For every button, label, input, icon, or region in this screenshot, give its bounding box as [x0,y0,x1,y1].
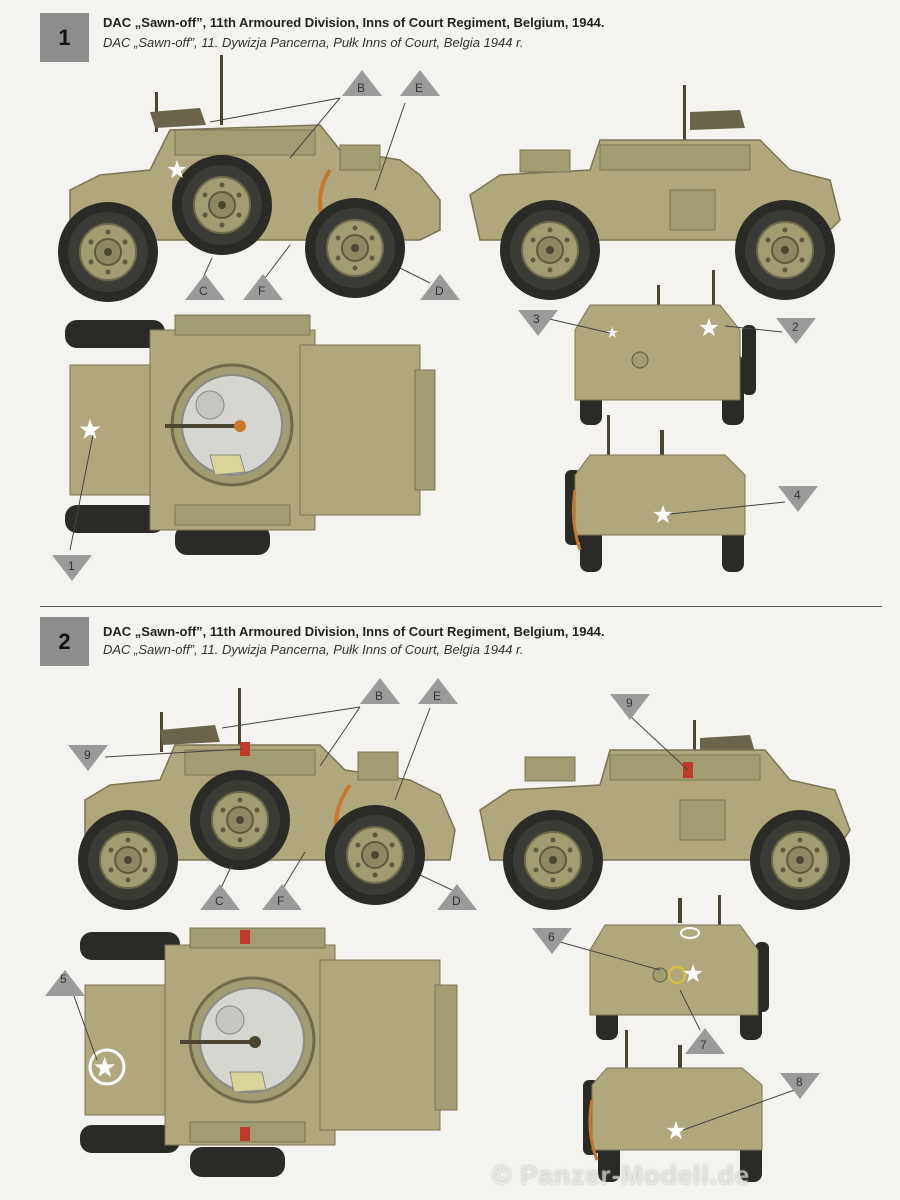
callout-label: 4 [794,488,801,502]
section-number-box: 2 [40,617,89,666]
callout-label: F [277,894,284,908]
callout-marker: C [200,884,240,910]
side-view-left-2 [77,688,456,911]
rear-view-1 [565,415,746,572]
callout-label: 3 [533,312,540,326]
callout-label: C [215,894,224,908]
callout-marker: B [360,678,400,704]
callout-label: 6 [548,930,555,944]
front-view-1 [574,270,756,425]
callout-label: D [435,284,444,298]
callout-marker: 2 [776,318,816,344]
callout-marker: 5 [45,970,85,996]
callout-label: 1 [68,559,75,573]
callout-lines-2 [69,706,801,1131]
callout-label: F [258,284,265,298]
callout-lines-1 [69,97,786,551]
callout-label: B [375,689,383,703]
callout-label: 8 [796,1075,803,1089]
callout-markers-1: B E C F D 1 2 3 4 [52,70,818,581]
callout-label: 9 [626,696,633,710]
callout-marker: B [342,70,382,96]
callout-label: C [199,284,208,298]
callout-marker: C [185,274,225,300]
watermark: © Panzer-Modell.de [492,1160,751,1190]
side-view-right-1 [469,85,841,301]
callout-label: B [357,81,365,95]
callout-label: 2 [792,320,799,334]
section-title-en: DAC „Sawn-off”, 11th Armoured Division, … [103,624,605,639]
side-view-left-1 [57,55,441,303]
section-number: 2 [58,628,71,654]
section-title-en: DAC „Sawn-off”, 11th Armoured Division, … [103,15,605,30]
callout-label: 5 [60,972,67,986]
section-title-pl: DAC „Sawn-off”, 11. Dywizja Pancerna, Pu… [103,35,524,50]
callout-marker: 4 [778,486,818,512]
callout-marker: 6 [532,928,572,954]
top-view-2 [80,927,458,1177]
callout-marker: 3 [518,310,558,336]
callout-marker: E [418,678,458,704]
callout-marker: 9 [68,745,108,771]
callout-label: E [415,81,423,95]
callout-marker: D [437,884,477,910]
callout-marker: 8 [780,1073,820,1099]
rear-view-2 [583,1030,763,1182]
callout-marker: 9 [610,694,650,720]
callout-marker: F [243,274,283,300]
callout-markers-2: B E 9 C F D 5 6 7 8 9 [45,678,820,1099]
callout-label: 7 [700,1038,707,1052]
section-title-pl: DAC „Sawn-off”, 11. Dywizja Pancerna, Pu… [103,642,524,657]
callout-label: 9 [84,748,91,762]
section-number-box: 1 [40,13,89,62]
callout-marker: 1 [52,555,92,581]
section-number: 1 [58,24,71,50]
callout-marker: E [400,70,440,96]
callout-marker: F [262,884,302,910]
callout-label: D [452,894,461,908]
front-view-2 [589,895,769,1040]
section-divider [40,606,882,607]
callout-marker: 7 [685,1028,725,1054]
top-view-1 [65,314,436,555]
callout-label: E [433,689,441,703]
callout-marker: D [420,274,460,300]
